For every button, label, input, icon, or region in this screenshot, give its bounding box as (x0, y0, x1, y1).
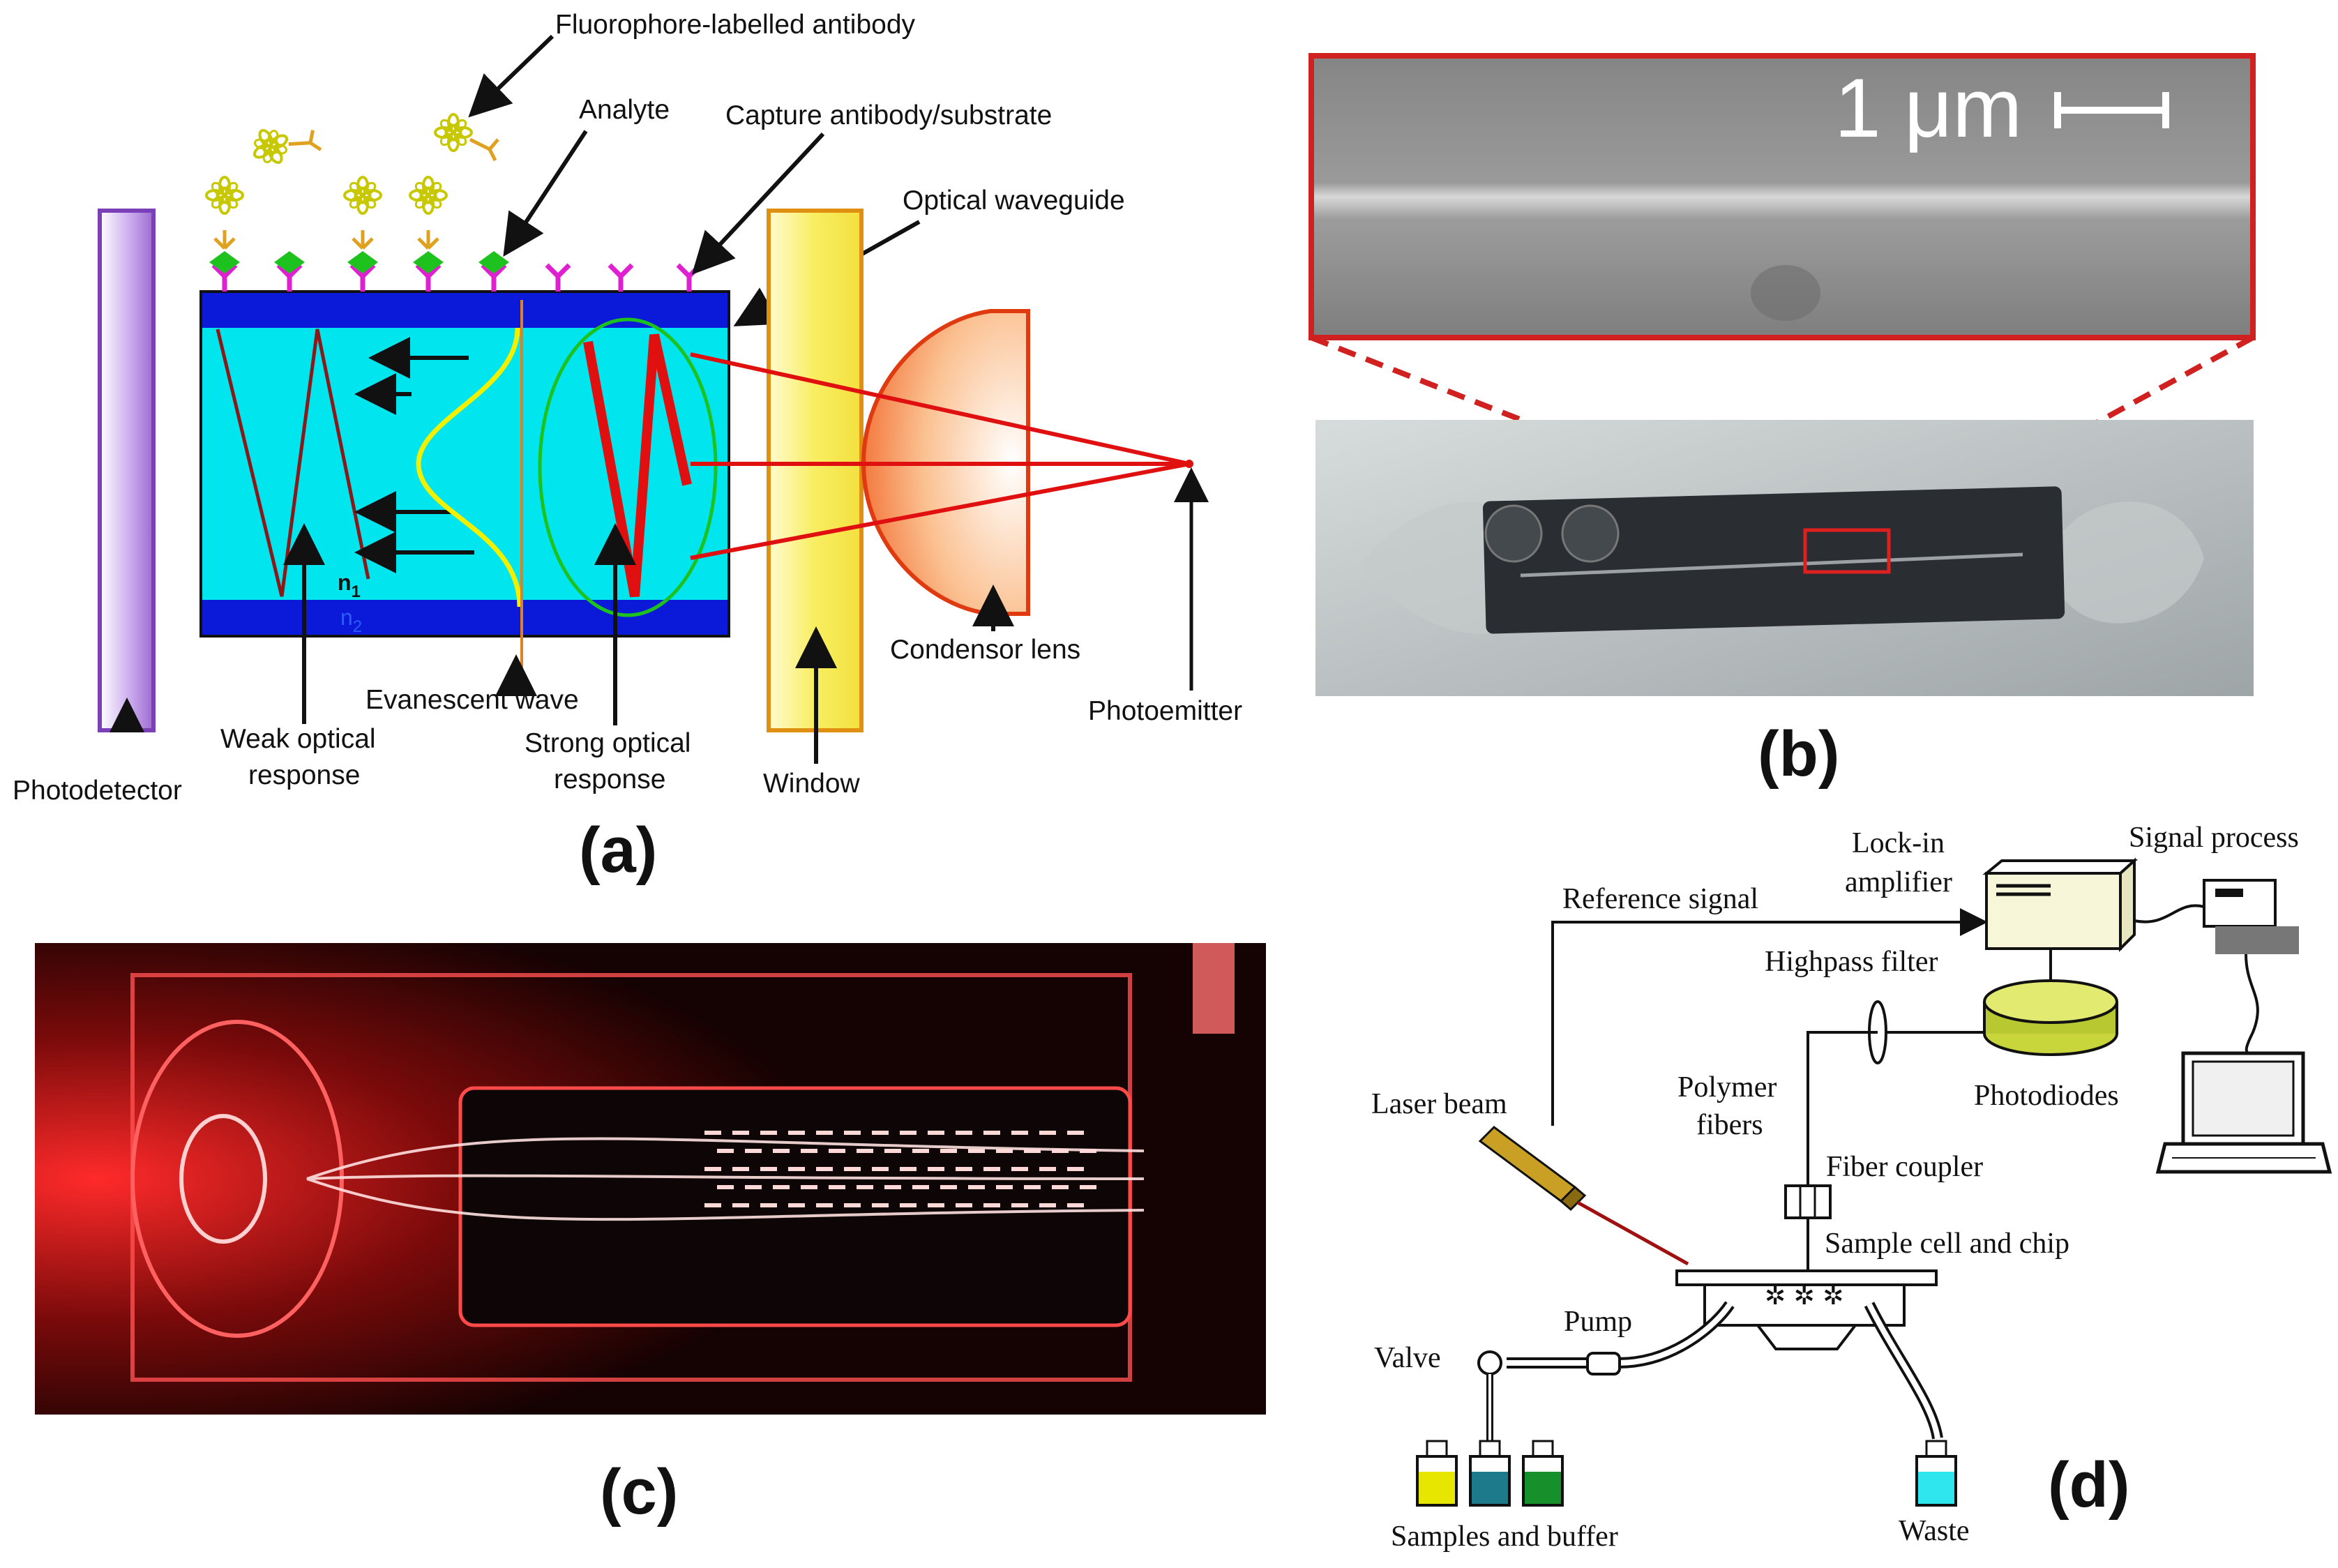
strong-response-ellipse (538, 317, 718, 617)
panel-a-letter: (a) (579, 815, 657, 886)
pump (1586, 1352, 1621, 1375)
scale-bar-label: 1 μm (1834, 61, 2022, 155)
capture-antibody (676, 263, 702, 292)
analyte-diamond (413, 251, 444, 273)
signal-processor (2203, 879, 2299, 954)
highpass-label: Highpass filter (1765, 946, 1938, 978)
capture-antibody (211, 263, 238, 292)
bottom-cladding (201, 600, 729, 636)
panel-b: 1 μm (b) (1308, 53, 2256, 790)
analyte-label: Analyte (579, 95, 670, 125)
signal-process-label: Signal process (2129, 822, 2299, 854)
photodetector-bar (98, 209, 156, 732)
lockin-label-1: Lock-in (1852, 827, 1945, 859)
capture-antibody (349, 263, 376, 292)
analyte-diamond (347, 251, 378, 273)
weak-light-path (216, 329, 370, 597)
waste-label: Waste (1899, 1515, 1970, 1547)
sample-cell-label: Sample cell and chip (1825, 1228, 2069, 1260)
capture-antibody (545, 263, 571, 292)
condensor-label: Condensor lens (890, 635, 1080, 665)
capture-antibody (481, 263, 507, 292)
capture-antibody (415, 263, 442, 292)
evanescent-wave (416, 327, 522, 608)
strong-label-2: response (554, 764, 665, 794)
analyte-diamond (209, 251, 240, 273)
lockin-amplifier (1982, 857, 2139, 952)
fluorophore-antibody (410, 177, 446, 250)
evanescent-label: Evanescent wave (365, 685, 579, 715)
fluorophore-label: Fluorophore-labelled antibody (555, 10, 916, 40)
polymer-label-1: Polymer (1677, 1071, 1777, 1103)
reference-label: Reference signal (1562, 883, 1758, 915)
strong-label-1: Strong optical (525, 728, 691, 758)
photodiodes (1983, 979, 2118, 1056)
analytes (209, 251, 509, 273)
laser-label: Laser beam (1371, 1088, 1507, 1120)
laser-beam-source (1478, 1126, 1689, 1266)
fluorophore-antibody-free (435, 114, 499, 162)
analyte-diamond (274, 251, 305, 273)
valve-label: Valve (1374, 1342, 1441, 1374)
n2-label: n2 (340, 605, 362, 636)
weak-label-2: response (248, 760, 360, 790)
capture-antibody (608, 263, 634, 292)
capture-antibody (276, 263, 303, 292)
panel-c-letter: (c) (600, 1456, 678, 1528)
sample-bottles (1416, 1440, 1564, 1507)
waveguide-label: Optical waveguide (903, 186, 1125, 216)
photoemitter-point (1185, 460, 1193, 468)
n1-label: n1 (338, 570, 361, 601)
panel-a: Photodetector n1 n2 Fluorophore-labelle (13, 10, 1242, 886)
panel-c: (c) (35, 943, 1266, 1528)
analyte-diamond (478, 251, 509, 273)
fluorophore-antibody-free (246, 108, 322, 179)
coupler-label: Fiber coupler (1826, 1151, 1983, 1183)
lockin-label-2: amplifier (1845, 866, 1952, 898)
panel-d-letter: (d) (2048, 1449, 2129, 1521)
panel-d: Lock-in amplifier Signal process Referen… (1371, 822, 2332, 1553)
polymer-label-2: fibers (1696, 1109, 1763, 1141)
pump-label: Pump (1564, 1306, 1632, 1338)
svg-text:✲ ✲ ✲: ✲ ✲ ✲ (1765, 1282, 1843, 1311)
fluorophore-antibodies (206, 108, 499, 250)
chip (1482, 486, 2065, 634)
capture-label: Capture antibody/substrate (725, 100, 1052, 130)
panel-b-letter: (b) (1758, 718, 1839, 790)
photoemitter-label: Photoemitter (1088, 696, 1242, 726)
strong-light-path (583, 333, 692, 598)
capture-antibodies (211, 263, 702, 292)
photodiodes-label: Photodiodes (1974, 1080, 2119, 1112)
sample-cell: ✲ ✲ ✲ (1675, 1269, 1938, 1350)
window-label: Window (763, 769, 861, 799)
photodetector-label: Photodetector (13, 776, 182, 806)
reference-signal-line (1551, 908, 1988, 1126)
weak-label-1: Weak optical (220, 724, 376, 754)
valve (1477, 1350, 1502, 1375)
fluorophore-antibody (345, 177, 381, 250)
light-rays (690, 352, 1190, 560)
fluorophore-antibody (206, 177, 243, 250)
fiber-coupler (1784, 1184, 1832, 1219)
samples-label: Samples and buffer (1391, 1521, 1618, 1553)
laptop-icon (2155, 1051, 2332, 1174)
propagation-arrows (354, 337, 474, 573)
scale-bar (2054, 92, 2169, 128)
waste-bottle (1915, 1440, 1957, 1507)
